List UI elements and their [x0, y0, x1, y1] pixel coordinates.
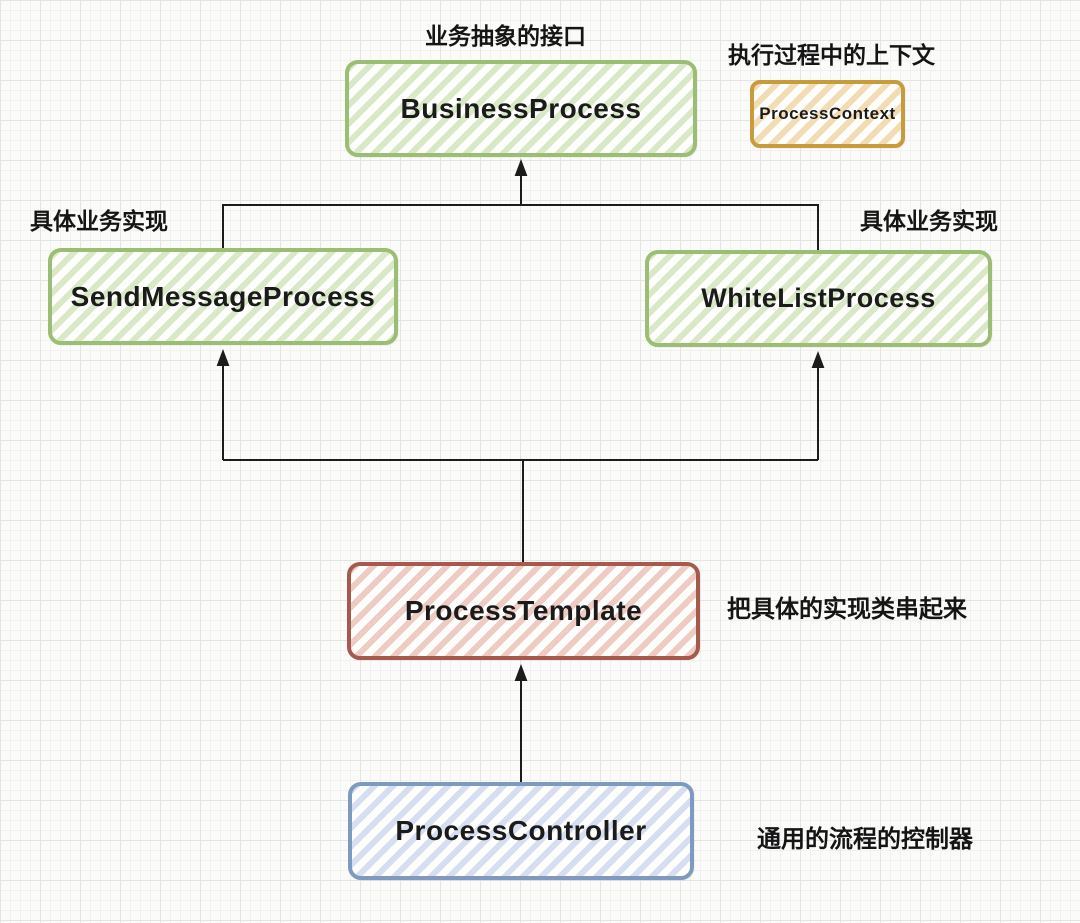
annotation-concrete-impl-left: 具体业务实现: [30, 208, 168, 234]
node-label-process-controller: ProcessController: [395, 815, 647, 846]
node-label-process-context: ProcessContext: [759, 104, 896, 123]
node-label-process-template: ProcessTemplate: [404, 595, 643, 626]
arrowhead-to-business-process: [514, 159, 528, 176]
node-process-context: ProcessContext: [750, 80, 905, 148]
arrowhead-to-process-template: [514, 664, 528, 681]
controller-to-template-connector: [514, 664, 528, 782]
node-white-list-process: WhiteListProcess: [645, 250, 992, 347]
arrowhead-to-send-message: [216, 349, 230, 366]
annotation-concrete-impl-right: 具体业务实现: [860, 208, 998, 234]
annotation-business-interface: 业务抽象的接口: [425, 23, 586, 49]
node-process-controller: ProcessController: [348, 782, 694, 880]
template-to-processes-connector: [216, 349, 825, 562]
node-business-process: BusinessProcess: [345, 60, 697, 157]
annotation-execution-context: 执行过程中的上下文: [728, 42, 935, 68]
node-label-business-process: BusinessProcess: [400, 92, 642, 124]
annotation-controller-note: 通用的流程的控制器: [757, 826, 973, 853]
annotation-template-note: 把具体的实现类串起来: [727, 596, 967, 623]
arrowhead-to-white-list: [811, 351, 825, 368]
node-process-template: ProcessTemplate: [347, 562, 700, 660]
inheritance-connector: [222, 159, 819, 250]
node-label-white-list-process: WhiteListProcess: [701, 283, 936, 313]
node-label-send-message-process: SendMessageProcess: [70, 280, 376, 312]
node-send-message-process: SendMessageProcess: [48, 248, 398, 345]
